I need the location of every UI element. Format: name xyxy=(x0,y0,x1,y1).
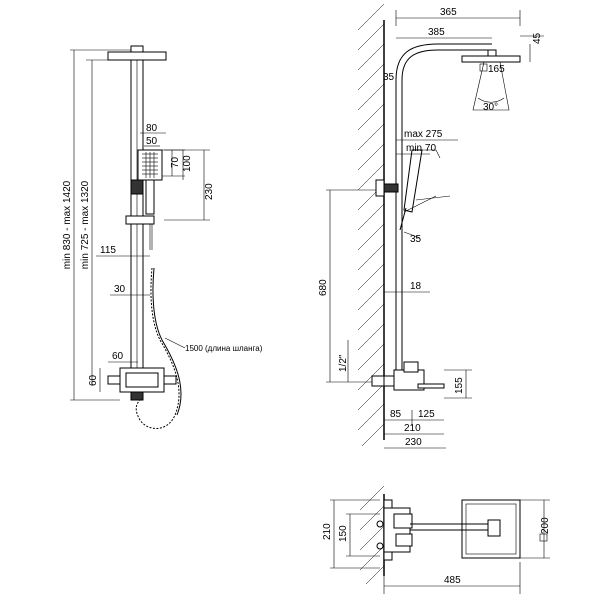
head-size: 165 xyxy=(488,64,505,75)
top-view: 210 150 200 485 xyxy=(322,485,551,594)
holder-max: max 275 xyxy=(404,129,443,140)
thread-size: 1/2" xyxy=(338,354,349,372)
holder-offset: 115 xyxy=(100,245,116,256)
depth-outer: 230 xyxy=(405,437,422,448)
head-drop: 45 xyxy=(532,32,543,44)
spout-b: 125 xyxy=(418,409,435,420)
handshower-h1: 70 xyxy=(170,156,181,168)
front-shower-head xyxy=(107,51,167,61)
arm-radius: 35 xyxy=(383,72,395,83)
side-shower-head xyxy=(461,55,521,63)
side-mixer-height: 155 xyxy=(454,377,465,394)
front-height-total: min 830 - max 1420 xyxy=(62,180,73,269)
pipe-diameter: 18 xyxy=(410,281,422,292)
mixer-to-holder: 680 xyxy=(318,279,329,296)
front-height-inner: min 725 - max 1320 xyxy=(80,180,91,269)
mixer-height: 60 xyxy=(88,374,99,386)
side-view: 30° 365 385 45 165 35 max 275 min 70 xyxy=(318,3,544,449)
top-total-reach: 485 xyxy=(444,575,461,586)
slider-height: 230 xyxy=(204,183,215,200)
hose-note: 1500 (длина шланга) xyxy=(185,344,263,353)
holder-min: min 70 xyxy=(406,143,436,154)
top-width-inner: 150 xyxy=(338,525,349,542)
hose-offset: 30 xyxy=(114,284,126,295)
spray-angle: 30° xyxy=(483,102,498,113)
handshower-width: 80 xyxy=(146,123,158,134)
reach-outer: 365 xyxy=(440,7,457,18)
front-view: min 830 - max 1420 min 725 - max 1320 80… xyxy=(62,45,263,429)
top-width-outer: 210 xyxy=(322,523,333,540)
side-hand-shower xyxy=(403,149,423,213)
depth-inner: 210 xyxy=(404,423,421,434)
handshower-h2: 100 xyxy=(182,155,193,172)
spout-a: 85 xyxy=(390,409,402,420)
front-hose xyxy=(135,267,180,429)
reach-inner: 385 xyxy=(428,27,445,38)
side-arm xyxy=(395,43,492,81)
top-head-square: 200 xyxy=(540,517,551,534)
mixer-width: 60 xyxy=(112,351,124,362)
top-shower-head xyxy=(461,499,521,559)
holder-tilt: 35 xyxy=(410,234,422,245)
handshower-inner: 50 xyxy=(146,136,158,147)
